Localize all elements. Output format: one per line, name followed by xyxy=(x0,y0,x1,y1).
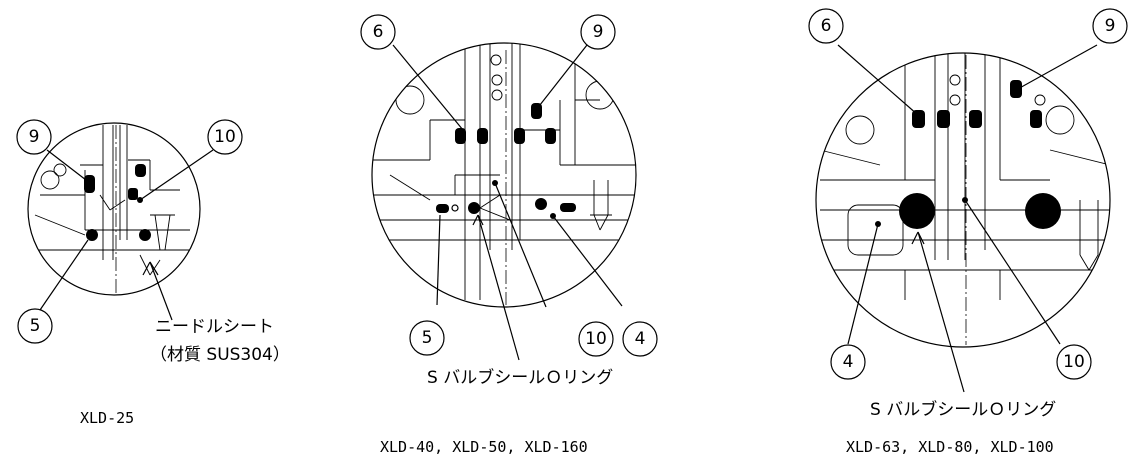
callout-4: 4 xyxy=(843,352,854,372)
callout-5: 5 xyxy=(30,316,41,336)
figure-xld-25: 9 10 5 ニードルシート （材質 SUS304） XLD-25 xyxy=(16,119,290,427)
model-caption-2: XLD-40, XLD-50, XLD-160 xyxy=(380,438,588,456)
callout-9: 9 xyxy=(29,127,40,147)
figure-xld-40: 6 9 5 10 4 S バルブシールＯリング XLD-40, XLD-50, … xyxy=(360,14,658,456)
callout-9: 9 xyxy=(1105,16,1116,36)
model-caption-3: XLD-63, XLD-80, XLD-100 xyxy=(846,438,1054,456)
s-valve-seal-label: S バルブシールＯリング xyxy=(870,399,1056,420)
material-label: （材質 SUS304） xyxy=(150,345,290,365)
needle-seat-label: ニードルシート xyxy=(155,317,274,337)
callout-10: 10 xyxy=(1063,352,1085,372)
callout-4: 4 xyxy=(635,329,646,349)
callout-6: 6 xyxy=(373,22,384,42)
callout-5: 5 xyxy=(422,328,433,348)
callout-10: 10 xyxy=(585,329,607,349)
model-caption-1: XLD-25 xyxy=(80,409,134,427)
callout-10: 10 xyxy=(214,127,236,147)
s-valve-seal-label: S バルブシールＯリング xyxy=(427,367,613,388)
figure-xld-63: 6 9 4 10 S バルブシールＯリング XLD-63, XLD-80, XL… xyxy=(808,8,1128,456)
callout-6: 6 xyxy=(821,16,832,36)
callout-9: 9 xyxy=(593,22,604,42)
